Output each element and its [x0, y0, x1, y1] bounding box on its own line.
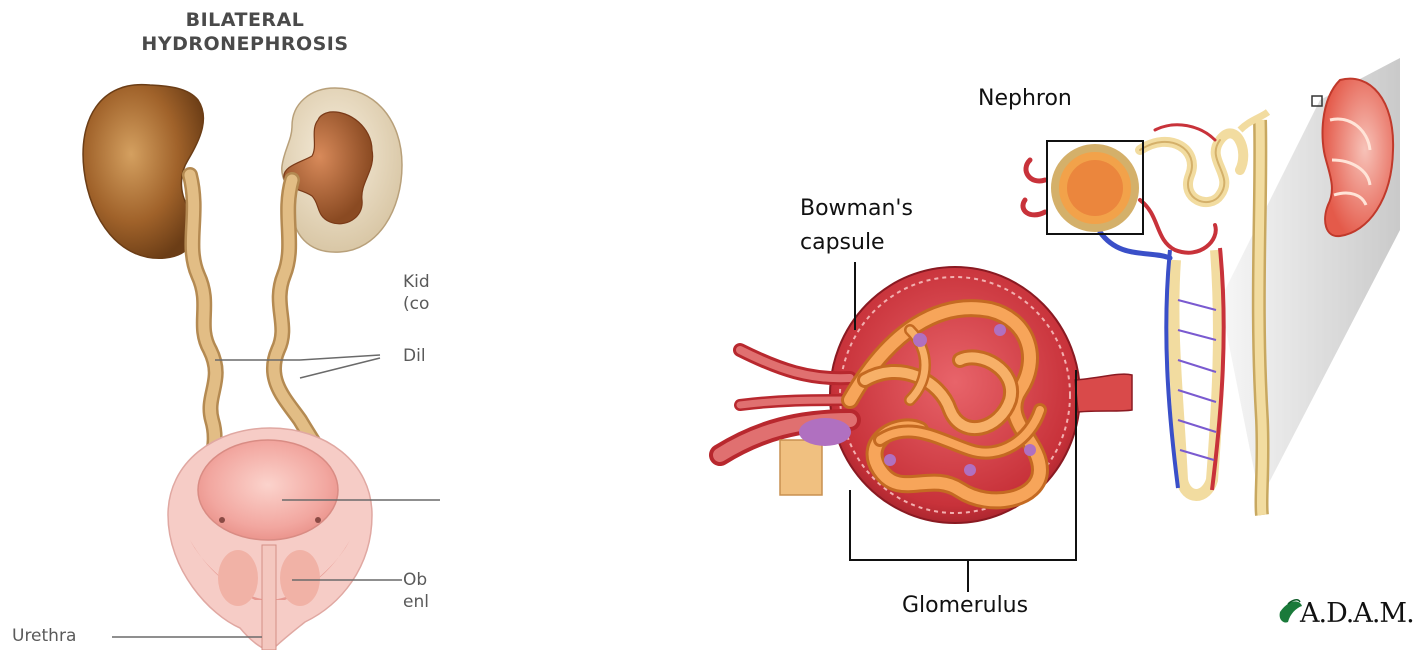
label-obstruction-line-1: Ob [403, 570, 427, 590]
right-kidney-hydronephrotic [282, 88, 402, 252]
label-bowmans-line-2: capsule [800, 230, 885, 256]
label-obstruction-line-2: enl [403, 592, 429, 612]
label-nephron: Nephron [978, 86, 1072, 112]
hydronephrosis-panel: BILATERAL HYDRONEPHROSIS Kid (co Dil Ob … [0, 0, 440, 650]
loop-of-henle [1166, 248, 1223, 495]
title-line-1: BILATERAL [90, 8, 400, 32]
arterioles [720, 350, 851, 495]
label-glomerulus: Glomerulus [902, 593, 1028, 619]
label-kidney-line-1: Kid [403, 272, 430, 292]
label-urethra: Urethra [12, 626, 76, 646]
adam-leaf-icon [1280, 600, 1302, 623]
label-bowmans-line-1: Bowman's [800, 196, 913, 222]
adam-logo-text: A.D.A.M. [1300, 598, 1414, 629]
title-line-2: HYDRONEPHROSIS [90, 32, 400, 56]
hydronephrosis-illustration [0, 0, 440, 650]
label-dilated-ureters: Dil [403, 346, 426, 366]
hydronephrosis-title: BILATERAL HYDRONEPHROSIS [90, 8, 400, 56]
bladder-and-prostate [168, 428, 372, 650]
label-kidney-line-2: (co [403, 294, 429, 314]
nephron-panel: Nephron Bowman's capsule Glomerulus A.D.… [700, 0, 1420, 650]
